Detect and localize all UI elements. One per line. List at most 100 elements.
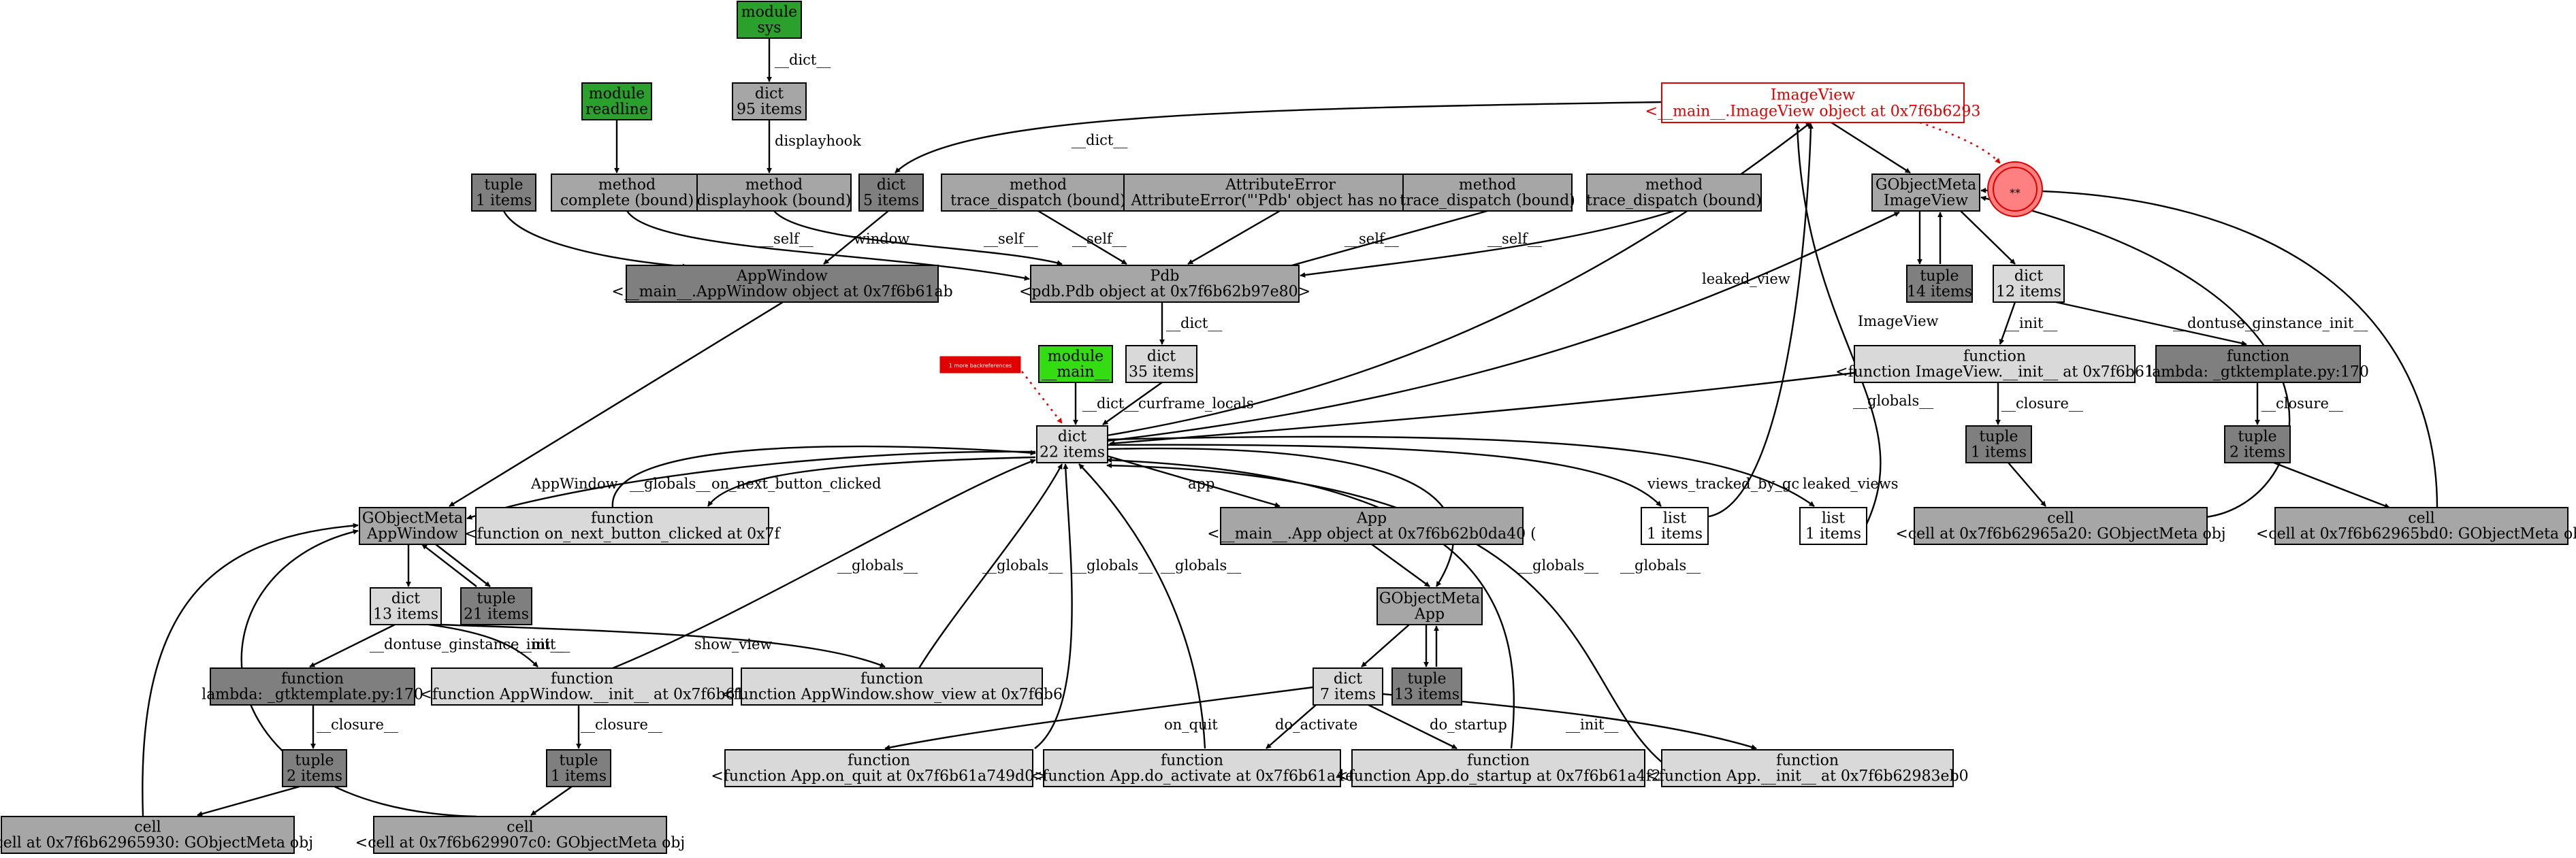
more-backreferences-badge[interactable]: 1 more backreferences [939, 356, 1021, 374]
edge-label-globals-doactivate: __globals__ [1161, 557, 1242, 574]
node-detail-label: <function AppWindow.__init__ at 0x7f6b61 [419, 686, 744, 703]
node-func-onnext[interactable]: function<function on_next_button_clicked… [464, 507, 782, 545]
edge-label-closure-awinit: __closure__ [581, 716, 662, 733]
node-detail-label: 21 items [464, 606, 529, 623]
edge-dict7_dostartup [1368, 704, 1458, 750]
edge-label-dontuse-aw: __dontuse_ginstance_init__ [370, 636, 565, 653]
node-type-label: dict [1058, 429, 1086, 446]
edge-label-appwindow: AppWindow [530, 476, 618, 492]
target-object-node[interactable]: ⁎⁎ [1987, 161, 2043, 217]
node-detail-label: <pdb.Pdb object at 0x7f6b62b97e80> [1019, 283, 1310, 300]
node-detail-label: 2 items [287, 768, 342, 785]
node-cell-7c0[interactable]: cell<cell at 0x7f6b629907c0: GObjectMeta… [355, 816, 685, 854]
edge-label-views-tracked: views_tracked_by_gc [1647, 476, 1799, 492]
node-detail-label: <function on_next_button_clicked at 0x7f [464, 525, 781, 542]
node-box [431, 667, 733, 706]
node-type-label: AppWindow [736, 268, 828, 285]
node-detail-label: trace_dispatch (bound) [1586, 192, 1762, 209]
edge-label-dict-iv: __dict__ [1072, 132, 1128, 148]
node-func-onquit[interactable]: function<function App.on_quit at 0x7f6b6… [711, 749, 1047, 787]
edge-label-self-displayhook: __self__ [984, 231, 1038, 247]
node-type-label: list [1822, 510, 1845, 527]
node-func-iv-init[interactable]: function<function ImageView.__init__ at … [1835, 345, 2154, 383]
node-type-label: GObjectMeta [1379, 591, 1480, 608]
node-func-showview[interactable]: function<function AppWindow.show_view at… [721, 667, 1063, 706]
node-imageview[interactable]: ImageView<__main__.ImageView object at 0… [1645, 82, 1981, 123]
node-detail-label: <__main__.AppWindow object at 0x7f6b61ab [611, 283, 952, 300]
node-app[interactable]: App<__main__.App object at 0x7f6b62b0da4… [1207, 507, 1536, 545]
edge-label-leaked-view: leaked_view [1702, 271, 1790, 287]
node-detail-label: 7 items [1320, 686, 1376, 703]
node-box [1030, 265, 1300, 303]
edge-awinit_dict22 [612, 459, 1036, 670]
node-module-main[interactable]: module__main__ [1038, 345, 1113, 383]
node-detail-label: ImageView [1884, 192, 1968, 209]
node-type-label: function [551, 671, 613, 688]
edge-label-globals-awinit: __globals__ [837, 557, 918, 574]
edge-dict22_onnext [707, 456, 1036, 507]
node-detail-label: 14 items [1907, 283, 1972, 300]
edge-dict7_onquit [884, 686, 1314, 750]
edge-label-displayhook: displayhook [775, 133, 861, 149]
node-detail-label: 35 items [1129, 363, 1194, 380]
edge-onquit_dict22 [1034, 463, 1073, 749]
edge-label-globals-onquit: __globals__ [1072, 557, 1153, 574]
node-cell-a20[interactable]: cell<cell at 0x7f6b62965a20: GObjectMeta… [1895, 507, 2226, 545]
node-type-label: function [591, 510, 654, 527]
node-appwindow[interactable]: AppWindow<__main__.AppWindow object at 0… [611, 265, 953, 303]
edge-appinit_dict22 [1106, 463, 1662, 763]
node-box [737, 1, 802, 39]
node-type-label: tuple [295, 753, 334, 770]
node-func-doactivate[interactable]: function<function App.do_activate at 0x7… [1030, 749, 1354, 787]
node-type-label: function [860, 671, 923, 688]
edge-dict22_gobjiv [1106, 211, 1900, 442]
node-func-dostartup[interactable]: function<function App.do_startup at 0x7f… [1336, 749, 1661, 787]
target-symbol: ⁎⁎ [2010, 183, 2020, 196]
node-detail-label: readline [585, 101, 648, 118]
node-pdb[interactable]: Pdb<pdb.Pdb object at 0x7f6b62b97e80> [1019, 265, 1310, 303]
edge-trace2_pdb [1279, 210, 1488, 270]
edge-label-app-lbl: app [1188, 476, 1214, 492]
edge-gobj_dict12 [1960, 210, 2016, 265]
node-box [1376, 587, 1483, 625]
edge-ae_pdb [1187, 210, 1281, 265]
node-func-app-init[interactable]: function<function App.__init__ at 0x7f6b… [1646, 749, 1969, 787]
node-cell-bd0[interactable]: cell<cell at 0x7f6b62965bd0: GObjectMeta… [2256, 507, 2576, 545]
node-func-aw-init[interactable]: function<function AppWindow.__init__ at … [419, 667, 745, 706]
edge-label-globals-appinit: __globals__ [1620, 557, 1701, 574]
edge-label-do-startup: do_startup [1430, 716, 1507, 733]
node-detail-label: <cell at 0x7f6b629907c0: GObjectMeta obj [355, 834, 685, 851]
edge-onnext_dict22 [611, 445, 1036, 508]
node-cell-930[interactable]: cell<cell at 0x7f6b62965930: GObjectMeta… [0, 816, 313, 854]
